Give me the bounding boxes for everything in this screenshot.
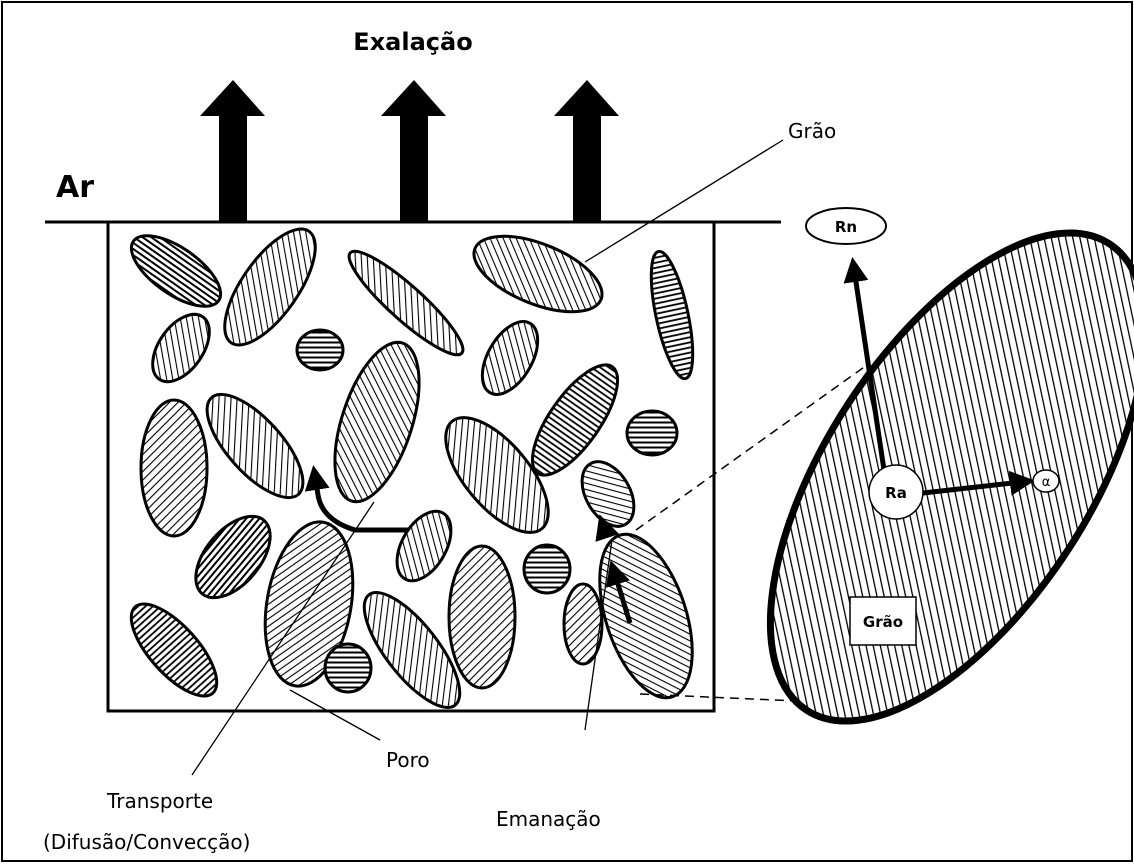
enlarged-grain: Ra α Grão: [696, 172, 1134, 782]
grain-leader-line: [585, 140, 783, 262]
grain: [141, 400, 207, 536]
grain: [571, 453, 644, 536]
grain: [120, 222, 232, 319]
exhalation-title: Exalação: [353, 28, 472, 56]
radium-label: Ra: [885, 484, 907, 502]
grain: [297, 330, 343, 370]
grain: [524, 545, 570, 593]
grain: [386, 502, 462, 590]
exhalation-arrow-1: [200, 80, 265, 222]
radon-label: Rn: [835, 218, 857, 236]
grain: [141, 304, 221, 391]
grain-label: Grão: [788, 119, 836, 143]
grain: [627, 411, 677, 455]
alpha-label: α: [1042, 475, 1051, 490]
grain: [117, 591, 230, 709]
grain: [191, 380, 318, 513]
pore-label: Poro: [386, 748, 430, 772]
emanation-label: Emanação: [496, 807, 601, 831]
pore-leader-line: [290, 690, 380, 740]
grain: [325, 644, 371, 692]
grain: [449, 546, 515, 688]
transport-sub-label: (Difusão/Convecção): [43, 830, 250, 854]
exhalation-arrow-2: [381, 80, 446, 222]
exhalation-arrow-3: [554, 80, 619, 222]
soil-grains: [117, 215, 710, 721]
grain-box-label: Grão: [863, 613, 903, 631]
grain: [464, 221, 613, 328]
transport-label: Transporte: [106, 789, 213, 813]
exhalation-arrows: [200, 80, 619, 222]
air-label: Ar: [56, 170, 94, 205]
grain: [643, 248, 701, 382]
grain: [471, 312, 549, 403]
